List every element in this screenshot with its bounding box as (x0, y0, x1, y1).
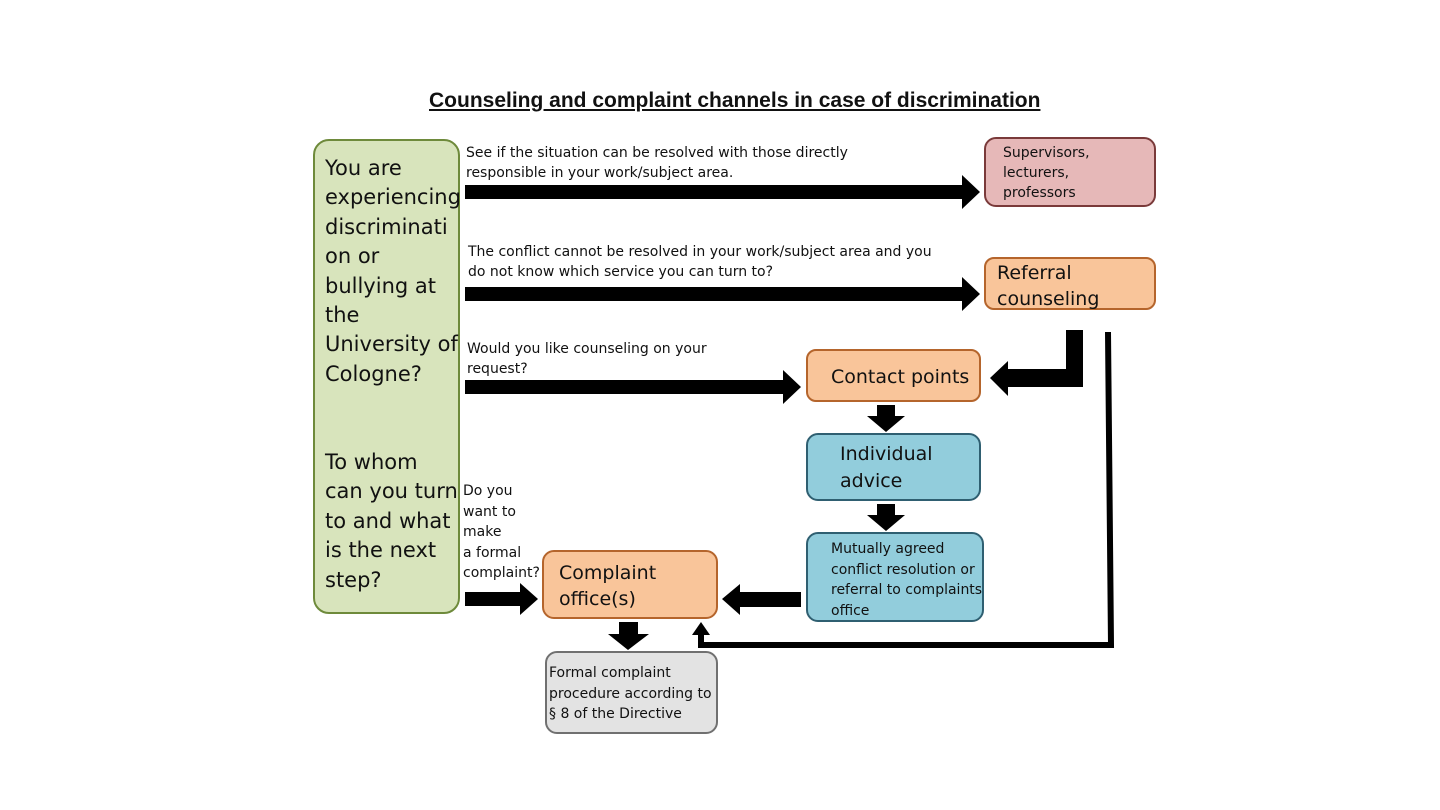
node-complaint-office: Complaint office(s) (542, 550, 718, 619)
node-contact-points: Contact points (806, 349, 981, 402)
edge-label-line: a formal (463, 544, 522, 561)
node-line: professors (1003, 185, 1076, 201)
start-next-step-lines: To whom can you turn to and what is the … (325, 448, 458, 595)
start-line: is the next (325, 538, 437, 563)
edge-label-line: See if the situation can be resolved wit… (466, 145, 848, 161)
node-line: conflict resolution or (831, 561, 975, 578)
edge-label-contact: Would you like counseling on your reques… (467, 339, 707, 379)
arrow-to-referral (465, 277, 980, 311)
node-line: office(s) (559, 588, 636, 610)
start-question-lines: You are experiencing discriminati on or … (325, 154, 461, 389)
node-line: Individual (840, 443, 933, 465)
node-line: Complaint (559, 562, 657, 584)
start-line: bullying at (325, 273, 436, 298)
edge-label-supervisors: See if the situation can be resolved wit… (466, 143, 848, 183)
node-line: lecturers, (1003, 165, 1070, 181)
node-line: Supervisors, (1003, 145, 1090, 161)
start-line: the (325, 303, 360, 328)
node-line: Mutually agreed (831, 541, 945, 557)
edge-label-referral: The conflict cannot be resolved in your … (468, 242, 932, 282)
edge-label-line: do not know which service you can turn t… (468, 264, 774, 280)
start-line: Cologne? (325, 361, 422, 386)
node-line: § 8 of the Directive (549, 706, 682, 722)
start-line: University of (325, 332, 458, 357)
edge-label-line: responsible in your work/subject area. (466, 165, 734, 181)
arrow-referral-to-contact (990, 330, 1083, 396)
diagram-title: Counseling and complaint channels in cas… (429, 89, 1041, 112)
node-supervisors: Supervisors, lecturers, professors (984, 137, 1156, 207)
node-individual-advice: Individual advice (806, 433, 981, 501)
arrow-referral-to-complaint-loop (698, 331, 1115, 648)
start-line: on or (325, 244, 380, 269)
start-line: can you turn (325, 479, 458, 504)
edge-label-line: Do you (463, 483, 513, 499)
start-line: to and what (325, 508, 451, 533)
edge-label-line: make (463, 524, 502, 540)
arrow-to-complaint-office (465, 583, 538, 615)
edge-label-line: complaint? (463, 565, 540, 581)
start-box: You are experiencing discriminati on or … (313, 139, 461, 614)
node-referral-counseling: Referral counseling (984, 257, 1156, 310)
edge-label-complaint: Do you want to make a formal complaint? (463, 481, 540, 584)
node-formal-complaint: Formal complaint procedure according to … (545, 651, 718, 734)
node-line: procedure according to (549, 685, 712, 702)
node-line: Formal complaint (549, 665, 671, 681)
start-line: step? (325, 567, 382, 592)
edge-label-line: Would you like counseling on your (467, 341, 707, 357)
node-line: Referral (997, 262, 1072, 284)
arrow-to-contact-points (465, 370, 801, 404)
arrow-complaint-to-formal (608, 622, 649, 650)
edge-label-line: want to (463, 503, 516, 520)
arrow-individual-to-mutual (867, 504, 905, 531)
start-line: experiencing (325, 185, 461, 210)
start-line: discriminati (325, 214, 448, 239)
node-mutually-agreed: Mutually agreed conflict resolution or r… (806, 532, 984, 622)
node-line: Contact points (831, 366, 970, 388)
arrow-contact-to-individual (867, 405, 905, 432)
edge-label-line: The conflict cannot be resolved in your … (468, 244, 932, 260)
node-line: office (831, 602, 870, 619)
node-line: referral to complaints (831, 582, 983, 598)
start-line: You are (325, 156, 402, 180)
arrow-to-supervisors (465, 175, 980, 209)
node-line: counseling (997, 288, 1100, 310)
arrow-referral-to-complaint-head (692, 622, 710, 635)
arrow-mutual-to-complaint (722, 584, 801, 615)
edge-label-line: request? (467, 361, 528, 377)
start-line: To whom (325, 450, 418, 474)
node-line: advice (840, 470, 903, 492)
